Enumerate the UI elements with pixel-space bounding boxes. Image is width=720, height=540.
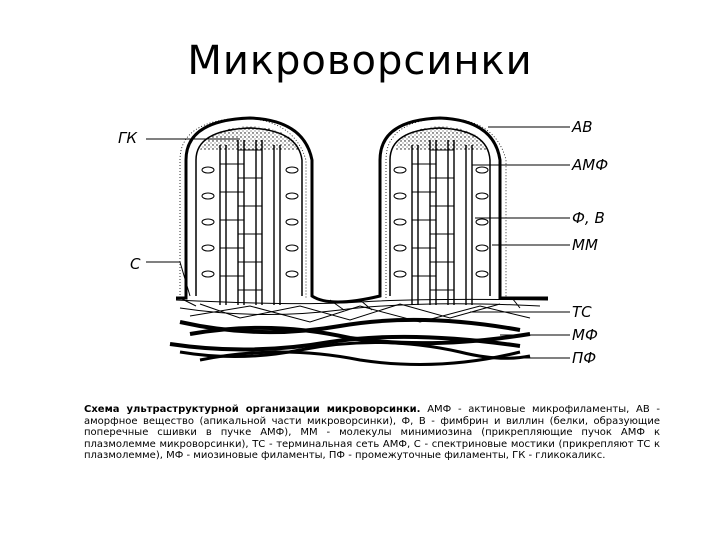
label-mf: МФ [572, 326, 598, 344]
minimyosin-molecule [394, 167, 406, 173]
label-pf: ПФ [572, 349, 596, 367]
label-gk: ГК [118, 129, 138, 147]
minimyosin-molecule [286, 245, 298, 251]
figure-caption: Схема ультраструктурной организации микр… [84, 404, 660, 462]
minimyosin-molecule [394, 245, 406, 251]
label-mm: ММ [572, 236, 598, 254]
caption-heading: Схема ультраструктурной организации микр… [84, 404, 420, 415]
minimyosin-molecule [286, 167, 298, 173]
actin-bundle-left [220, 140, 280, 305]
cross-links [220, 150, 454, 290]
label-av: АВ [571, 118, 593, 136]
terminal-web [176, 299, 548, 322]
label-fv: Ф, В [572, 209, 605, 227]
minimyosin-molecule [394, 219, 406, 225]
minimyosin-molecule [202, 219, 214, 225]
amorphous-substance [200, 126, 488, 150]
minimyosin-molecule [476, 245, 488, 251]
minimyosin-molecule [286, 193, 298, 199]
minimyosin-molecule [202, 167, 214, 173]
minimyosin-molecule [394, 193, 406, 199]
minimyosin-molecule [286, 271, 298, 277]
minimyosin-molecule [476, 219, 488, 225]
minimyosin-molecule [394, 271, 406, 277]
minimyosin-molecule [476, 167, 488, 173]
intermediate-filaments [180, 342, 530, 364]
myosin-filaments [170, 320, 530, 350]
microvilli-diagram: ГК С АВ АМФ Ф, В ММ ТС МФ ПФ [0, 0, 720, 400]
label-ts: ТС [572, 303, 592, 321]
minimyosin-molecule [476, 271, 488, 277]
actin-bundle-right [412, 140, 472, 305]
label-amf: АМФ [571, 156, 608, 174]
minimyosin-molecule [202, 271, 214, 277]
minimyosin-molecule [202, 193, 214, 199]
label-s: С [130, 255, 141, 273]
minimyosin-molecules [202, 167, 488, 277]
minimyosin-molecule [286, 219, 298, 225]
minimyosin-molecule [202, 245, 214, 251]
minimyosin-molecule [476, 193, 488, 199]
